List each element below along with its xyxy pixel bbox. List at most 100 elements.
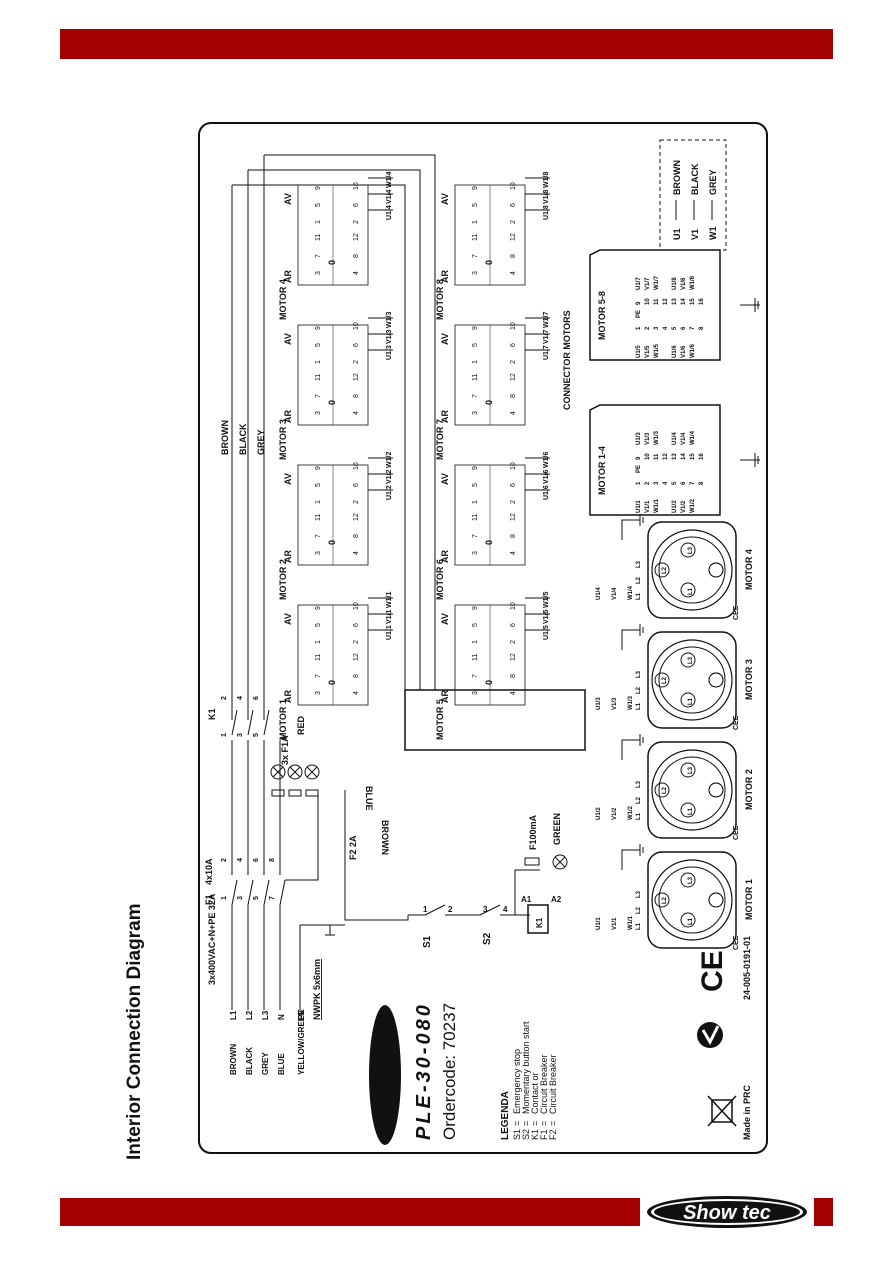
switch-output: V1/8 xyxy=(543,189,550,204)
cee-pin-side: L2 xyxy=(636,686,642,694)
legend-code: S1 xyxy=(512,1129,522,1140)
switch-num: 8 xyxy=(353,254,360,258)
connector-right: U1/8 xyxy=(672,277,678,290)
switch-num: 6 xyxy=(353,343,360,347)
connector-pin: 14 xyxy=(681,298,687,305)
switch-num: 10 xyxy=(353,182,360,190)
contactor-contact xyxy=(231,709,238,736)
legend-text: Contact or xyxy=(530,1072,540,1114)
switch-num: 3 xyxy=(472,411,479,415)
connector-pin: 13 xyxy=(672,298,678,305)
breaker-label: F1 xyxy=(204,894,214,905)
connector-right: U1/3 xyxy=(636,432,642,445)
switch-output: V1/4 xyxy=(386,189,393,204)
switch-num: 4 xyxy=(510,411,517,415)
breaker-term: 2 xyxy=(221,858,228,862)
connector-pin: 10 xyxy=(645,298,651,305)
switch-num: 10 xyxy=(510,602,517,610)
cee-pin-side: L2 xyxy=(636,796,642,804)
cee-pin: L3 xyxy=(688,766,694,774)
switch-num: 12 xyxy=(510,653,517,661)
wire-legend-color: GREY xyxy=(708,169,718,195)
switch-zero: 0 xyxy=(327,400,337,405)
switch-num: 3 xyxy=(315,271,322,275)
red-lamp-icon xyxy=(287,764,303,780)
switch-output: W1/5 xyxy=(543,592,550,608)
switch-num: 5 xyxy=(315,343,322,347)
connector-pin: 3 xyxy=(654,326,660,330)
contactor-term: 3 xyxy=(237,733,244,737)
connector-pin: 12 xyxy=(663,453,669,460)
cee-pin: L2 xyxy=(662,786,668,794)
switch-av: AV xyxy=(440,333,450,345)
diagram-frame xyxy=(198,122,768,1154)
legend-text: Momentary button start xyxy=(521,1021,531,1114)
switch-output: V1/2 xyxy=(386,469,393,484)
switch-num: 12 xyxy=(353,653,360,661)
wire-legend-code: V1 xyxy=(690,229,700,240)
connector-pin: 14 xyxy=(681,453,687,460)
header-bar xyxy=(60,29,833,59)
switch-num: 8 xyxy=(510,254,517,258)
connector-pin: 11 xyxy=(654,453,660,460)
switch-output: V1/1 xyxy=(386,609,393,624)
switch-num: 11 xyxy=(472,654,479,661)
connector-pin: 13 xyxy=(672,453,678,460)
connector-pin: 6 xyxy=(681,481,687,485)
switch-num: 6 xyxy=(510,203,517,207)
switch-num: 2 xyxy=(353,220,360,224)
legend-code: F1 xyxy=(539,1129,549,1140)
cee-wire: W1/3 xyxy=(628,695,634,710)
connector-pin: 2 xyxy=(645,481,651,485)
switch-num: 5 xyxy=(472,203,479,207)
cee-text: CEE xyxy=(733,935,740,950)
supply-line-name: L1 xyxy=(229,1010,238,1020)
switch-output: W1/4 xyxy=(386,172,393,188)
momentary-label: S2 xyxy=(482,932,493,945)
connector-left: V1/1 xyxy=(645,500,651,513)
product-name: PLE-30-080 xyxy=(413,1002,435,1140)
switch-num: 10 xyxy=(353,602,360,610)
connector-pin: 9 xyxy=(636,301,642,305)
switch-zero: 0 xyxy=(327,260,337,265)
switch-num: 8 xyxy=(353,394,360,398)
switch-num: 11 xyxy=(315,654,322,661)
switch-num: 7 xyxy=(472,254,479,258)
connector-left: V1/2 xyxy=(681,500,687,513)
cee-motor-name: MOTOR 2 xyxy=(744,769,754,810)
supply-color-label: BLACK xyxy=(245,1047,254,1075)
switch-num: 8 xyxy=(510,534,517,538)
switch-output: W1/8 xyxy=(543,172,550,188)
switch-num: 9 xyxy=(315,606,322,610)
motor-switch-name: MOTOR 1 xyxy=(278,699,288,740)
connector-left: U1/2 xyxy=(672,500,678,513)
switch-num: 11 xyxy=(472,374,479,381)
cee-pin: L3 xyxy=(688,656,694,664)
switch-num: 12 xyxy=(510,373,517,381)
switch-num: 5 xyxy=(472,483,479,487)
connector-pin: 10 xyxy=(645,453,651,460)
wire-legend-color: BROWN xyxy=(672,160,682,195)
switch-num: 2 xyxy=(510,640,517,644)
motor-switch-name: MOTOR 2 xyxy=(278,559,288,600)
switch-ar: AR xyxy=(283,410,293,423)
switch-ar: AR xyxy=(440,410,450,423)
switch-num: 3 xyxy=(315,691,322,695)
switch-num: 4 xyxy=(353,411,360,415)
switch-num: 2 xyxy=(510,360,517,364)
legend-code: K1 xyxy=(530,1129,540,1140)
switch-ar: AR xyxy=(283,550,293,563)
cee-wire: W1/2 xyxy=(628,805,634,820)
switch-num: 4 xyxy=(510,551,517,555)
switch-num: 10 xyxy=(353,322,360,330)
cee-motor-name: MOTOR 1 xyxy=(744,879,754,920)
ce-mark-icon: CE xyxy=(696,950,729,992)
switch-num: 7 xyxy=(315,394,322,398)
cee-pin: L2 xyxy=(662,896,668,904)
switch-num: 8 xyxy=(510,394,517,398)
supply-cable: NWPK 5x6mm xyxy=(312,959,322,1020)
